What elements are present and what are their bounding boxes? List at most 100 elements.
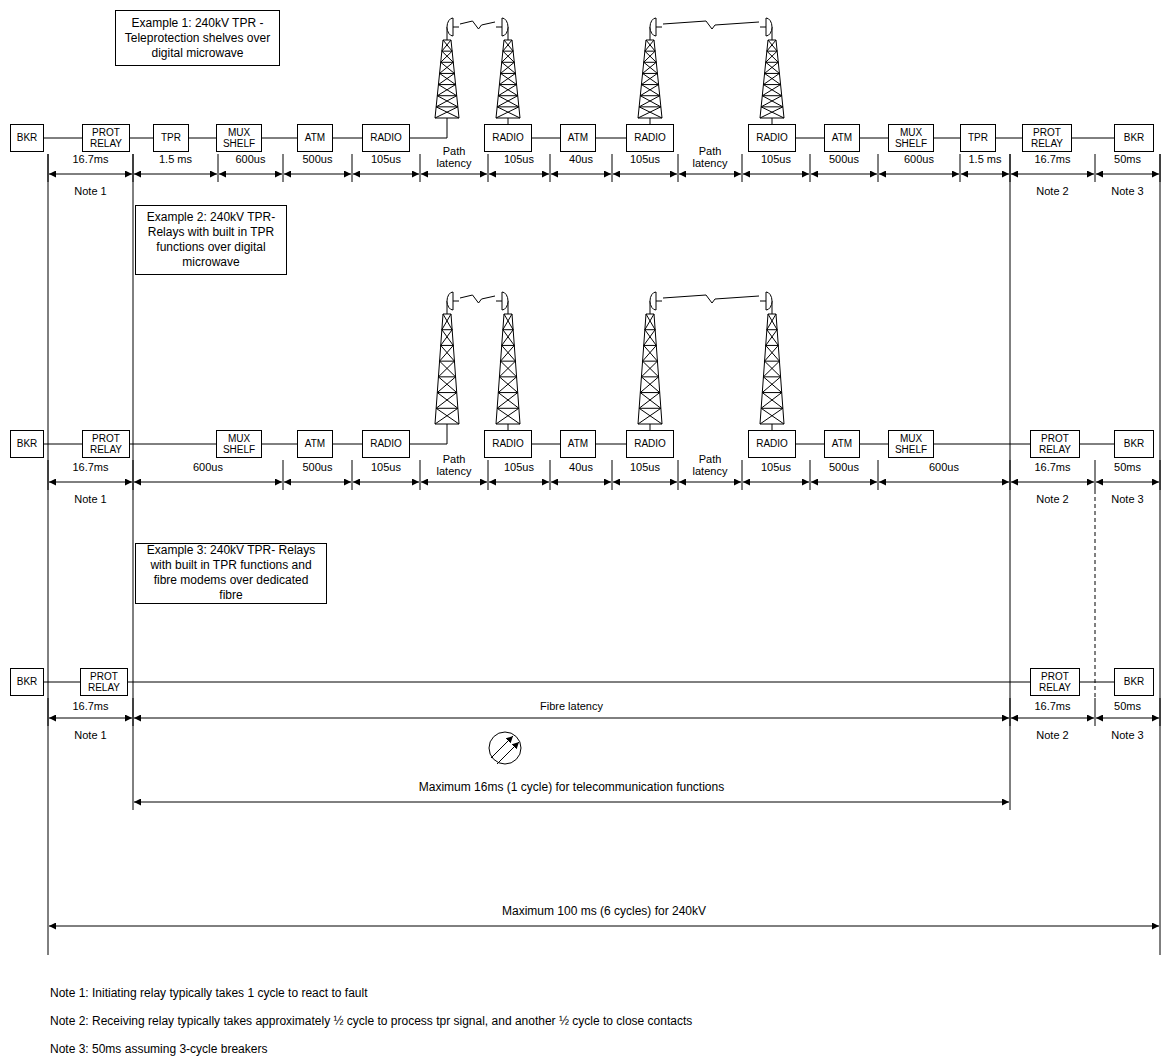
timing-label: 105us xyxy=(502,153,536,165)
tick-line xyxy=(742,460,743,490)
connector-line xyxy=(189,138,216,139)
equipment-box: PROT RELAY xyxy=(1030,668,1080,696)
radio-tower xyxy=(435,18,459,118)
connector-line xyxy=(532,444,560,445)
timing-label: 105us xyxy=(628,461,662,473)
tick-line xyxy=(352,460,353,490)
label-slot: Maximum 100 ms (6 cycles) for 240kV xyxy=(48,901,1160,919)
note-text: Note 1: Initiating relay typically takes… xyxy=(48,987,369,1000)
span-arrow xyxy=(49,926,1159,927)
box-text: PROT RELAY xyxy=(1034,671,1076,694)
label-slot: Note 2: Receiving relay typically takes … xyxy=(48,1011,1160,1029)
timing-arrow xyxy=(613,174,677,175)
timing-label: Path latency xyxy=(427,453,481,477)
equipment-box: ATM xyxy=(824,124,860,152)
connector-line xyxy=(596,444,626,445)
tick-line xyxy=(488,460,489,490)
box-text: ATM xyxy=(832,132,852,144)
label-slot: 105us xyxy=(612,457,678,475)
label-slot: Note 1 xyxy=(48,489,133,507)
tick-line xyxy=(878,154,879,182)
connector-line xyxy=(1080,444,1114,445)
timing-label: 105us xyxy=(628,153,662,165)
label-slot: 105us xyxy=(352,149,420,167)
tick-line xyxy=(420,460,421,490)
timing-label: Path latency xyxy=(427,145,481,169)
label-slot: Note 2 xyxy=(1010,725,1095,743)
equipment-box: PROT RELAY xyxy=(1022,124,1072,152)
timing-label: 600us xyxy=(234,153,268,165)
label-slot: Path latency xyxy=(420,453,488,479)
box-text: TPR xyxy=(968,132,988,144)
label-slot: 16.7ms xyxy=(48,696,133,714)
fibre-icon xyxy=(489,732,521,764)
equipment-box: ATM xyxy=(297,430,333,458)
equipment-box: ATM xyxy=(824,430,860,458)
timing-arrow xyxy=(879,174,959,175)
label-slot: 600us xyxy=(878,149,960,167)
timing-arrow xyxy=(134,718,1009,719)
boundary-line-dashed xyxy=(1095,490,1096,700)
note-text: Note 2: Receiving relay typically takes … xyxy=(48,1015,694,1028)
box-text: ATM xyxy=(305,438,325,450)
equipment-box: ATM xyxy=(560,430,596,458)
label-slot: 600us xyxy=(878,457,1010,475)
timing-arrow xyxy=(551,482,611,483)
equipment-box: PROT RELAY xyxy=(82,430,130,458)
box-text: RADIO xyxy=(492,132,524,144)
timing-arrow xyxy=(613,482,677,483)
timing-arrow xyxy=(134,174,217,175)
timing-label: 105us xyxy=(369,461,403,473)
label-slot: Note 1 xyxy=(48,725,133,743)
tick-line xyxy=(283,154,284,182)
box-text: Example 3: 240kV TPR- Relays with built … xyxy=(142,543,320,603)
note-text: Maximum 16ms (1 cycle) for telecommunica… xyxy=(417,781,726,794)
tick-line xyxy=(218,154,219,182)
connector-line xyxy=(262,138,297,139)
box-text: TPR xyxy=(161,132,181,144)
box-text: PROT RELAY xyxy=(86,127,126,150)
label-slot: 16.7ms xyxy=(1010,457,1095,475)
box-text: RADIO xyxy=(756,438,788,450)
boundary-line xyxy=(1010,154,1011,810)
label-slot: Note 1 xyxy=(48,181,133,199)
connector-line xyxy=(532,138,560,139)
box-text: Example 1: 240kV TPR - Teleprotection sh… xyxy=(122,16,273,61)
connector-line xyxy=(996,138,1022,139)
timing-label: 500us xyxy=(301,153,335,165)
timing-arrow xyxy=(1011,174,1094,175)
label-slot: 600us xyxy=(133,457,283,475)
tick-line xyxy=(1095,460,1096,490)
equipment-box: TPR xyxy=(960,124,996,152)
timing-arrow xyxy=(49,174,132,175)
timing-arrow xyxy=(284,174,351,175)
equipment-box: ATM xyxy=(297,124,333,152)
box-text: MUX SHELF xyxy=(892,433,930,456)
timing-label: 105us xyxy=(759,461,793,473)
timing-arrow xyxy=(284,482,351,483)
timing-label: 16.7ms xyxy=(70,461,110,473)
connector-line xyxy=(796,444,824,445)
timing-label: Fibre latency xyxy=(538,700,605,712)
radio-tower xyxy=(496,18,520,118)
box-text: ATM xyxy=(305,132,325,144)
timing-arrow xyxy=(811,174,877,175)
equipment-box: MUX SHELF xyxy=(888,430,934,458)
connector-line xyxy=(934,444,1030,445)
label-slot: Note 3 xyxy=(1095,181,1160,199)
box-text: MUX SHELF xyxy=(892,127,930,150)
timing-label: Note 2 xyxy=(1034,185,1070,197)
connector-line xyxy=(44,444,82,445)
tick-line xyxy=(612,460,613,490)
note-text: Maximum 100 ms (6 cycles) for 240kV xyxy=(500,905,708,918)
timing-label: Path latency xyxy=(683,453,737,477)
example-caption-box: Example 1: 240kV TPR - Teleprotection sh… xyxy=(115,10,280,66)
timing-label: 50ms xyxy=(1112,461,1143,473)
equipment-box: RADIO xyxy=(748,430,796,458)
timing-arrow xyxy=(811,482,877,483)
connector-line xyxy=(860,138,888,139)
box-text: MUX SHELF xyxy=(220,433,258,456)
timing-arrow xyxy=(49,718,132,719)
connector-line xyxy=(934,138,960,139)
label-slot: 105us xyxy=(352,457,420,475)
